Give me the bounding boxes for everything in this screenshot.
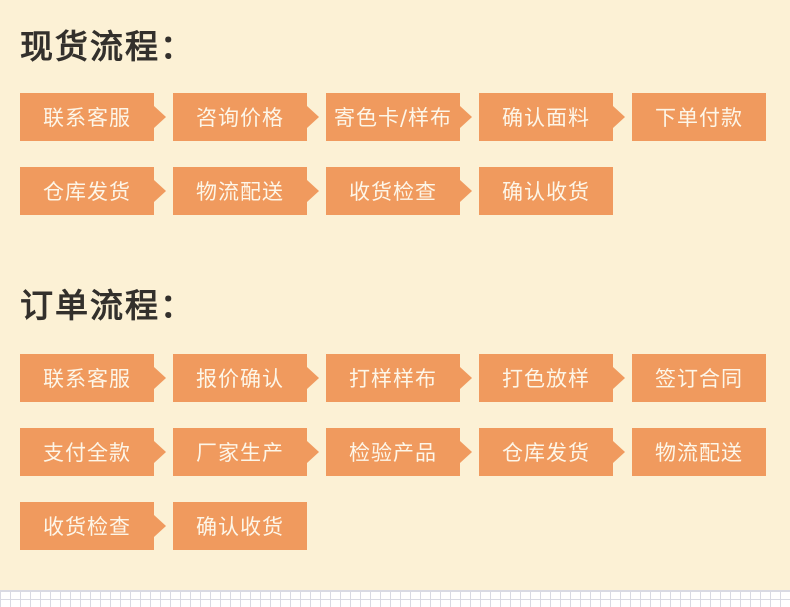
process-step-label: 收货检查 — [349, 180, 437, 204]
arrow-right-icon — [307, 106, 319, 128]
process-step-label: 确认面料 — [502, 106, 590, 130]
arrow-right-icon — [460, 367, 472, 389]
process-step-label: 打样样布 — [349, 367, 437, 391]
arrow-right-icon — [460, 441, 472, 463]
process-step-label: 检验产品 — [349, 441, 437, 465]
process-step-label: 物流配送 — [196, 180, 284, 204]
process-step-label: 支付全款 — [43, 441, 131, 465]
process-step-label: 报价确认 — [196, 367, 284, 391]
process-step-label: 仓库发货 — [502, 441, 590, 465]
process-step-label: 寄色卡/样布 — [333, 106, 453, 130]
process-step: 咨询价格 — [173, 93, 319, 141]
process-step: 确认收货 — [173, 502, 307, 550]
step-row: 收货检查 确认收货 — [20, 502, 790, 550]
arrow-right-icon — [154, 441, 166, 463]
process-step-label: 收货检查 — [43, 515, 131, 539]
process-step: 物流配送 — [173, 167, 319, 215]
process-step: 收货检查 — [20, 502, 166, 550]
arrow-right-icon — [460, 180, 472, 202]
process-step-label: 咨询价格 — [196, 106, 284, 130]
process-step: 物流配送 — [632, 428, 766, 476]
step-row: 仓库发货 物流配送 收货检查 确认收货 — [20, 167, 790, 215]
process-step-label: 签订合同 — [655, 367, 743, 391]
process-section: 订单流程： 联系客服 报价确认 打样样布 打色放样 签订合同支付全款 厂家生产 检验产品 仓库发… — [0, 241, 790, 550]
step-row: 支付全款 厂家生产 检验产品 仓库发货 物流配送 — [20, 428, 790, 476]
section-title: 现货流程： — [20, 27, 195, 66]
step-row: 联系客服 咨询价格 寄色卡/样布 确认面料 下单付款 — [20, 93, 790, 141]
process-step-label: 仓库发货 — [43, 180, 131, 204]
process-step: 打样样布 — [326, 354, 472, 402]
process-step: 寄色卡/样布 — [326, 93, 472, 141]
process-step: 仓库发货 — [479, 428, 625, 476]
process-step: 确认收货 — [479, 167, 613, 215]
process-step: 确认面料 — [479, 93, 625, 141]
process-step: 下单付款 — [632, 93, 766, 141]
arrow-right-icon — [154, 106, 166, 128]
arrow-right-icon — [154, 180, 166, 202]
arrow-right-icon — [154, 515, 166, 537]
process-step-label: 下单付款 — [655, 106, 743, 130]
process-step-label: 联系客服 — [43, 367, 131, 391]
process-step: 打色放样 — [479, 354, 625, 402]
process-step-label: 确认收货 — [502, 180, 590, 204]
step-row: 联系客服 报价确认 打样样布 打色放样 签订合同 — [20, 354, 790, 402]
arrow-right-icon — [613, 106, 625, 128]
arrow-right-icon — [613, 367, 625, 389]
process-step-label: 联系客服 — [43, 106, 131, 130]
arrow-right-icon — [307, 367, 319, 389]
process-step: 签订合同 — [632, 354, 766, 402]
process-step: 联系客服 — [20, 354, 166, 402]
arrow-right-icon — [307, 441, 319, 463]
process-step-label: 打色放样 — [502, 367, 590, 391]
arrow-right-icon — [460, 106, 472, 128]
process-step: 厂家生产 — [173, 428, 319, 476]
section-title: 订单流程： — [20, 286, 195, 325]
process-section: 现货流程： 联系客服 咨询价格 寄色卡/样布 确认面料 下单付款仓库发货 物流配送 收货检查 确… — [0, 0, 790, 215]
grid-texture-strip — [0, 590, 790, 607]
process-step: 收货检查 — [326, 167, 472, 215]
arrow-right-icon — [307, 180, 319, 202]
process-step-label: 确认收货 — [196, 515, 284, 539]
process-step: 报价确认 — [173, 354, 319, 402]
arrow-right-icon — [154, 367, 166, 389]
process-step: 支付全款 — [20, 428, 166, 476]
process-step-label: 物流配送 — [655, 441, 743, 465]
arrow-right-icon — [613, 441, 625, 463]
process-step: 联系客服 — [20, 93, 166, 141]
process-step: 仓库发货 — [20, 167, 166, 215]
process-step: 检验产品 — [326, 428, 472, 476]
process-step-label: 厂家生产 — [196, 441, 284, 465]
